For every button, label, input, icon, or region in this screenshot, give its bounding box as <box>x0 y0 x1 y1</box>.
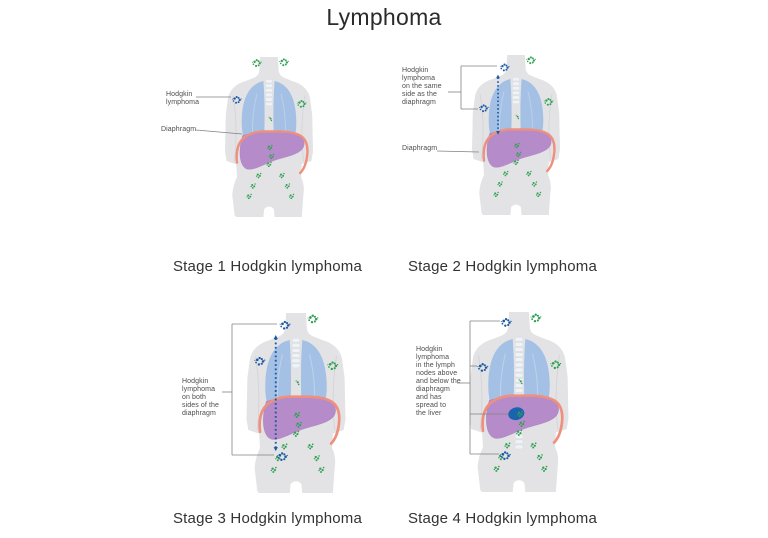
label-hodgkin-lymphoma-same-side: Hodgkin lymphoma on the same side as the… <box>402 67 442 106</box>
caption-stage-2: Stage 2 Hodgkin lymphoma <box>407 258 598 275</box>
caption-stage-4: Stage 4 Hodgkin lymphoma <box>407 510 598 527</box>
caption-stage-1: Stage 1 Hodgkin lymphoma <box>172 258 363 275</box>
stage-1-body-illustration <box>195 57 313 217</box>
label-hodgkin-lymphoma: Hodgkin lymphoma <box>166 91 200 106</box>
label-diaphragm: Diaphragm <box>402 145 438 152</box>
label-hodgkin-lymphoma-both-sides: Hodgkin lymphoma on both sides of the di… <box>182 378 219 417</box>
label-diaphragm: Diaphragm <box>161 126 197 133</box>
caption-stage-3: Stage 3 Hodgkin lymphoma <box>172 510 363 527</box>
stage-3-body-illustration <box>222 313 346 493</box>
page-title: Lymphoma <box>326 4 442 30</box>
stage-2-body-illustration <box>436 55 560 215</box>
label-hodgkin-lymphoma-spread-liver: Hodgkin lymphoma in the lymph nodes abov… <box>416 346 461 417</box>
stage-4-body-illustration <box>457 312 569 492</box>
